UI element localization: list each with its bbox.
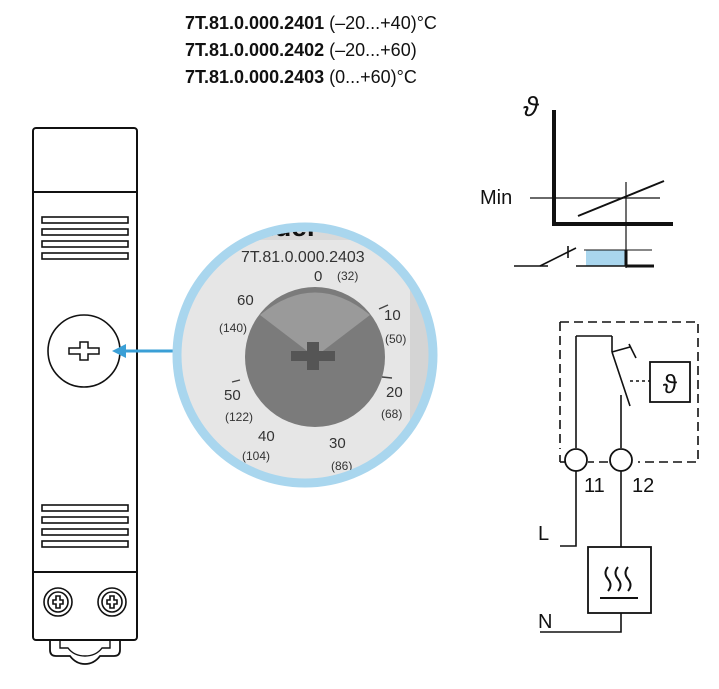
heater-box <box>587 546 652 614</box>
wiring-diagram <box>540 321 699 633</box>
zoom-lens-ring <box>172 222 438 488</box>
dial-scale: 0 (32) 10 (50) 20 (68) 30 (86) 40 (104) … <box>219 268 406 473</box>
model-code: 7T.81.0.000.2403 <box>185 67 325 87</box>
dial-highlight <box>260 292 370 357</box>
neutral-label: N <box>538 611 552 633</box>
dial-zoom: finder 7T.81.0.000.2403 0 (32) 10 (50) 2… <box>172 222 438 488</box>
terminal-screw-left-icon[interactable] <box>43 587 73 617</box>
scale-c-30: 30 <box>329 435 346 452</box>
switching-graph: ϑ Min <box>480 91 673 268</box>
din-rail-clip <box>49 640 121 665</box>
thermostat-device <box>32 127 138 665</box>
graph-min-label: Min <box>480 187 512 209</box>
model-range: (0...+60)°C <box>329 67 417 87</box>
model-code: 7T.81.0.000.2402 <box>185 40 325 60</box>
top-vent-slots <box>41 216 129 260</box>
scale-f-86: (86) <box>331 459 352 473</box>
dial-model-label: 7T.81.0.000.2403 <box>241 249 365 266</box>
sensor-symbol: ϑ <box>663 369 678 399</box>
model-line-2401: 7T.81.0.000.2401 (–20...+40)°C <box>185 10 437 37</box>
scale-c-40: 40 <box>258 428 275 445</box>
bottom-vent-slots <box>41 504 129 548</box>
model-line-2403: 7T.81.0.000.2403 (0...+60)°C <box>185 64 437 91</box>
scale-f-104: (104) <box>242 449 270 463</box>
scale-c-0: 0 <box>314 268 322 285</box>
line-label: L <box>538 523 549 545</box>
scale-f-68: (68) <box>381 407 402 421</box>
sensor-box <box>649 361 691 403</box>
dial-slot-icon <box>291 342 335 370</box>
heater-icon <box>600 566 638 599</box>
model-range: (–20...+60) <box>329 40 417 60</box>
model-list: 7T.81.0.000.2401 (–20...+40)°C 7T.81.0.0… <box>185 10 437 91</box>
switch-on-band <box>586 250 626 266</box>
device-housing <box>32 127 138 641</box>
scale-c-10: 10 <box>384 307 401 324</box>
zoom-pointer-arrow-icon <box>112 344 176 358</box>
scale-c-20: 20 <box>386 384 403 401</box>
model-range: (–20...+40)°C <box>329 13 437 33</box>
scale-c-60: 60 <box>237 292 254 309</box>
scale-f-50: (50) <box>385 332 406 346</box>
din-clip-inner <box>59 640 111 657</box>
model-code: 7T.81.0.000.2401 <box>185 13 325 33</box>
model-line-2402: 7T.81.0.000.2402 (–20...+60) <box>185 37 437 64</box>
knob-slot-icon <box>68 341 100 361</box>
terminal-11-label: 11 <box>584 475 605 497</box>
terminal-12-label: 12 <box>632 475 654 497</box>
terminal-screw-right-icon[interactable] <box>97 587 127 617</box>
terminal-11-icon[interactable] <box>564 448 588 472</box>
scale-f-140: (140) <box>219 321 247 335</box>
scale-f-32: (32) <box>337 269 358 283</box>
scale-c-50: 50 <box>224 387 241 404</box>
terminal-12-icon[interactable] <box>609 448 633 472</box>
graph-y-symbol: ϑ <box>523 91 540 122</box>
scale-f-122: (122) <box>225 410 253 424</box>
